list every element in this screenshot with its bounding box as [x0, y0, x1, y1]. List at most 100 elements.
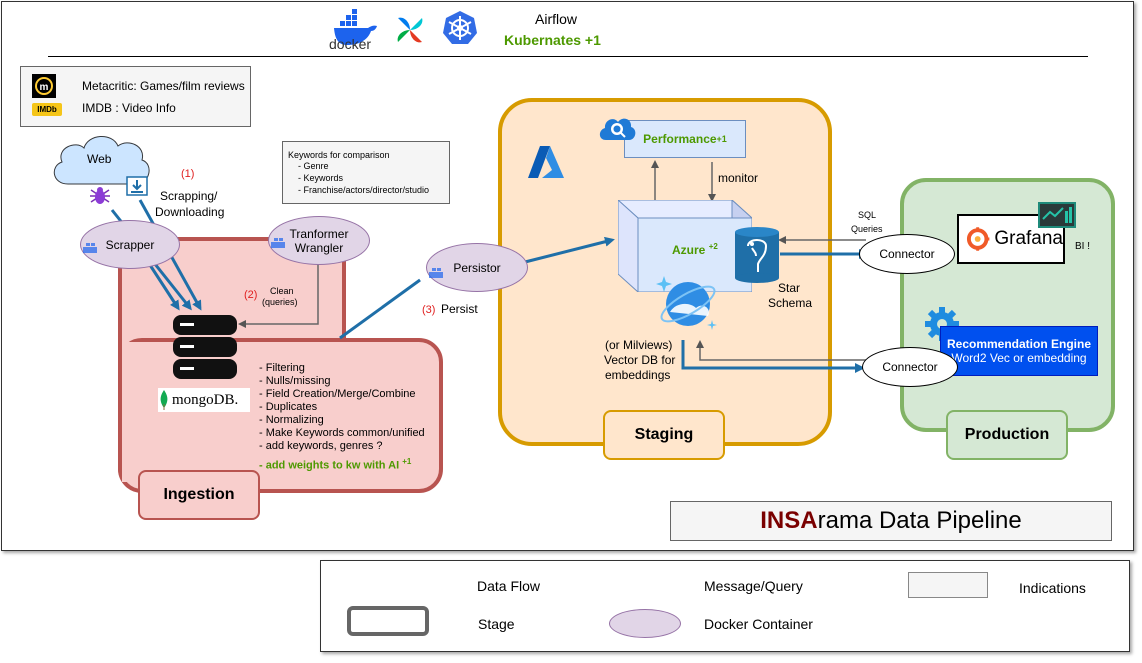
metacritic-label: Metacritic: Games/film reviews: [82, 79, 245, 93]
queries-sql-label: Queries: [851, 224, 883, 234]
recommendation-engine-box: Recommendation Engine Word2 Vec or embed…: [940, 326, 1098, 376]
database-icon: [172, 312, 238, 382]
kubernetes-label: Kubernates +1: [504, 32, 601, 48]
airflow-label: Airflow: [535, 11, 578, 27]
legend-stage-label: Stage: [478, 616, 515, 632]
legend-docker-container-label: Docker Container: [704, 616, 813, 632]
legend-container-swatch: [609, 609, 681, 638]
task-normalizing: - Normalizing: [259, 414, 324, 426]
recommendation-title: Recommendation Engine: [946, 337, 1092, 351]
postgresql-icon: [734, 226, 780, 284]
queries-label: (queries): [262, 297, 298, 307]
task-ai-weights-text: - add weights to kw with AI: [259, 459, 400, 472]
clean-label: Clean: [270, 286, 294, 296]
diagram-frame: [1, 1, 1134, 551]
metacritic-icon: m: [32, 74, 56, 98]
docker-icon: docker: [326, 6, 382, 54]
production-stage-label: Production: [946, 410, 1068, 460]
chart-monitor-icon: [1038, 202, 1076, 228]
connector-grafana-label: Connector: [879, 247, 935, 261]
performance-box: Performance +1: [624, 120, 746, 158]
pipeline-title-rest: rama Data Pipeline: [817, 507, 1022, 534]
scrapper-container[interactable]: Scrapper: [80, 220, 180, 269]
persist-label: Persist: [441, 302, 478, 316]
persistor-label: Persistor: [453, 260, 501, 275]
azure-icon: [526, 144, 566, 180]
persistor-container[interactable]: Persistor: [426, 243, 528, 292]
imdb-icon: IMDb: [32, 103, 62, 116]
magnify-cloud-icon: [598, 114, 636, 142]
legend-stage-swatch: [347, 606, 429, 636]
keywords-title: Keywords for comparison: [288, 150, 390, 160]
keywords-box: [282, 141, 450, 204]
schema-label: Schema: [768, 296, 813, 310]
mongodb-logo: mongoDB.: [158, 388, 250, 412]
svg-text:m: m: [40, 82, 49, 93]
transformer-label: Tranformer: [289, 226, 349, 241]
ingestion-stage-label: Ingestion: [138, 470, 260, 520]
flow-vector-to-connector: [681, 340, 865, 373]
star-label: Star: [778, 281, 801, 295]
azure-label-sup: +2: [708, 242, 718, 251]
recommendation-subtitle: Word2 Vec or embedding: [951, 351, 1087, 365]
query-transformer-to-mongodb: [238, 258, 319, 328]
sources-box: [20, 66, 251, 127]
legend-data-flow-label: Data Flow: [477, 578, 541, 594]
web-cloud-icon: [46, 128, 156, 192]
task-ai-weights-sup: +1: [402, 457, 412, 466]
production-stage: [900, 178, 1115, 432]
legend-indications-label: Indications: [1019, 580, 1086, 596]
keywords-item-genre: - Genre: [298, 161, 329, 171]
flow-persistor-to-azure: [524, 236, 615, 264]
task-duplicates: - Duplicates: [259, 401, 318, 413]
step-2-label: (2): [244, 289, 258, 301]
connector-recommendation[interactable]: Connector: [862, 347, 958, 387]
airflow-icon: [394, 14, 426, 46]
transformer-docker-icon: [271, 238, 285, 248]
keywords-item-keywords: - Keywords: [298, 173, 344, 183]
download-icon: [126, 176, 148, 196]
legend-message-query-label: Message/Query: [704, 578, 803, 594]
mongodb-leaf-icon: [160, 390, 168, 410]
keywords-item-franchise: - Franchise/actors/director/studio: [298, 185, 430, 195]
flow-scrapper-to-mongodb: [148, 264, 180, 311]
step-1-label: (1): [181, 168, 195, 180]
step-3-label: (3): [422, 304, 436, 316]
grafana-label: Grafana: [994, 228, 1063, 249]
vector-line-1: (or Milviews): [605, 338, 673, 352]
cosmos-db-icon: [656, 272, 720, 334]
scrapper-label: Scrapper: [105, 237, 155, 252]
mongodb-label: mongoDB.: [172, 391, 239, 408]
azure-label-text: Azure: [672, 243, 706, 257]
header-divider: [48, 56, 1088, 57]
task-add-keywords: - add keywords, genres ?: [259, 440, 383, 452]
transformer-wrangler-container[interactable]: Tranformer Wrangler: [268, 216, 370, 265]
web-label: Web: [87, 152, 112, 166]
pipeline-title-bold: INSA: [760, 507, 818, 534]
persistor-docker-icon: [429, 268, 443, 278]
query-connector-to-vector: [696, 340, 866, 361]
scrapping-label: Scrapping/: [160, 189, 218, 203]
downloading-label: Downloading: [155, 205, 225, 219]
spider-bug-icon: [88, 184, 112, 208]
connector-grafana[interactable]: Connector: [859, 234, 955, 274]
connector-recommendation-label: Connector: [882, 360, 938, 374]
task-ai-weights: - add weights to kw with AI +1: [259, 455, 411, 473]
imdb-label: IMDB : Video Info: [82, 101, 176, 115]
task-field-creation: - Field Creation/Merge/Combine: [259, 388, 416, 400]
monitor-label: monitor: [718, 171, 759, 185]
staging-stage-label: Staging: [603, 410, 725, 460]
vector-line-2: Vector DB for: [604, 353, 676, 367]
sql-label: SQL: [858, 210, 877, 220]
vector-line-3: embeddings: [605, 368, 671, 382]
task-keywords-unified: - Make Keywords common/unified: [259, 427, 425, 439]
bi-label: BI !: [1075, 241, 1091, 252]
legend: [320, 560, 1130, 652]
task-filtering: - Filtering: [259, 362, 305, 374]
grafana-icon: [966, 227, 990, 251]
kubernetes-icon: [442, 10, 478, 46]
scrapper-docker-icon: [83, 243, 97, 253]
performance-sup: +1: [716, 134, 727, 144]
docker-wordmark: docker: [329, 36, 372, 52]
